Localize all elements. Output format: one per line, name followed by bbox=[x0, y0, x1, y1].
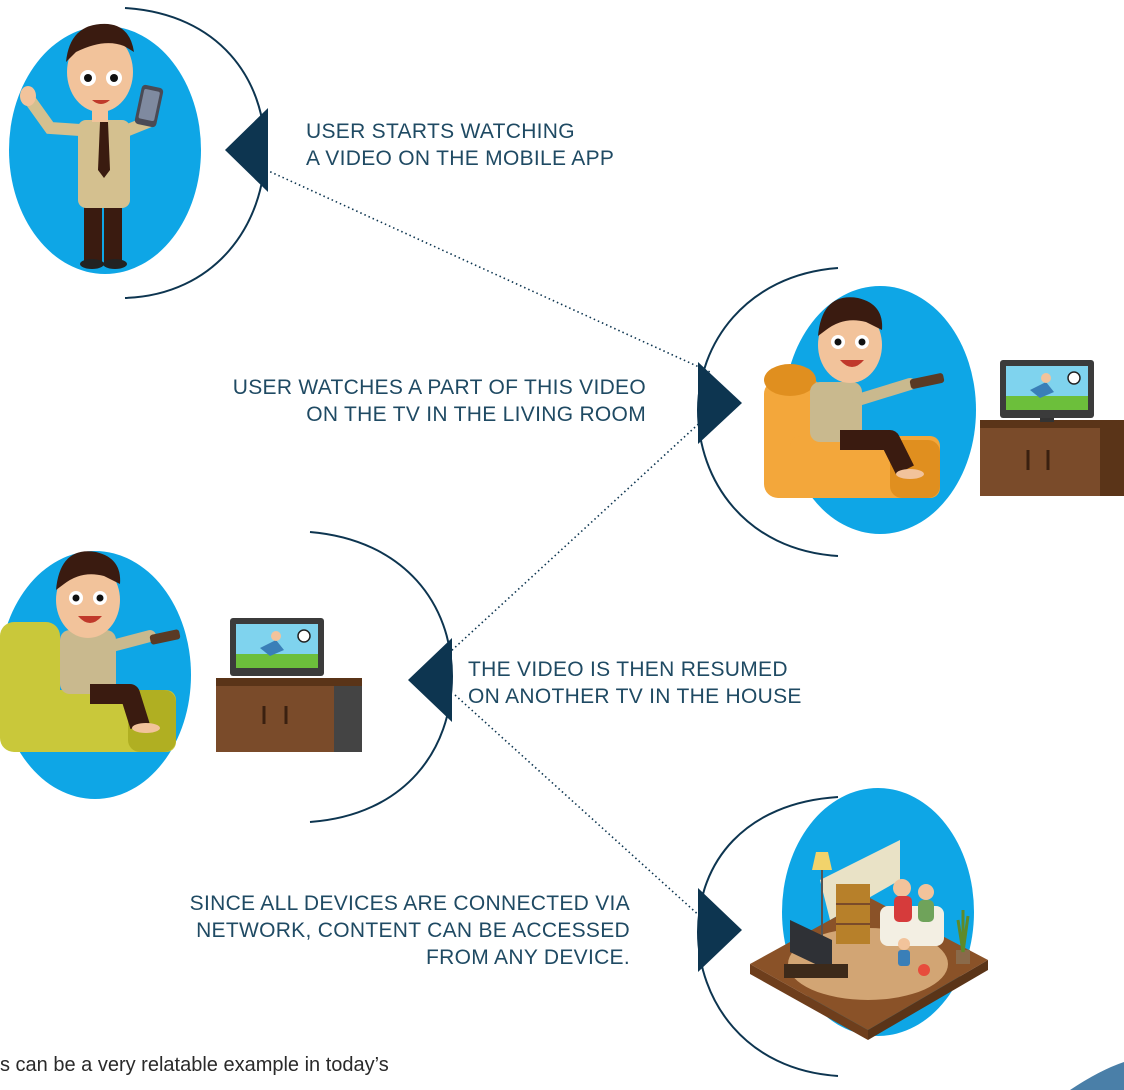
step-1-line-2: A VIDEO ON THE MOBILE APP bbox=[306, 147, 615, 170]
node-3-arrow-marker bbox=[408, 638, 452, 722]
node-1 bbox=[9, 7, 268, 299]
node-4 bbox=[696, 788, 988, 1077]
step-4-line-1: SINCE ALL DEVICES ARE CONNECTED VIA bbox=[189, 892, 630, 915]
node-4-arrow-marker bbox=[698, 888, 742, 972]
step-2-line-1: USER WATCHES A PART OF THIS VIDEO bbox=[232, 376, 646, 399]
connector-3-4 bbox=[454, 694, 703, 919]
step-1-line-1: USER STARTS WATCHING bbox=[306, 120, 575, 143]
family-living-room-icon bbox=[750, 840, 988, 1040]
step-4-caption: SINCE ALL DEVICES ARE CONNECTED VIA NETW… bbox=[190, 890, 630, 971]
node-1-arrow-marker bbox=[225, 108, 268, 192]
step-1-caption: USER STARTS WATCHING A VIDEO ON THE MOBI… bbox=[306, 118, 614, 172]
step-2-caption: USER WATCHES A PART OF THIS VIDEO ON THE… bbox=[233, 374, 646, 428]
step-2-line-2: ON THE TV IN THE LIVING ROOM bbox=[306, 403, 646, 426]
connector-2-3 bbox=[449, 417, 706, 653]
step-4-line-2: NETWORK, CONTENT CAN BE ACCESSED bbox=[196, 919, 630, 942]
man-watching-tv-icon bbox=[764, 297, 1124, 498]
footer-text: s can be a very relatable example in tod… bbox=[0, 1054, 389, 1076]
node-2 bbox=[696, 267, 1124, 557]
corner-decoration bbox=[1070, 1062, 1124, 1090]
step-3-line-2: ON ANOTHER TV IN THE HOUSE bbox=[468, 685, 802, 708]
connector-1-2 bbox=[261, 167, 711, 373]
man-on-phone-icon bbox=[20, 23, 164, 269]
man-watching-second-tv-icon bbox=[0, 551, 362, 752]
step-3-line-1: THE VIDEO IS THEN RESUMED bbox=[468, 658, 788, 681]
step-4-line-3: FROM ANY DEVICE. bbox=[426, 946, 630, 969]
connector-lines bbox=[261, 167, 711, 919]
node-2-arrow-marker bbox=[698, 362, 742, 444]
step-3-caption: THE VIDEO IS THEN RESUMED ON ANOTHER TV … bbox=[468, 656, 802, 710]
node-3 bbox=[0, 531, 454, 823]
